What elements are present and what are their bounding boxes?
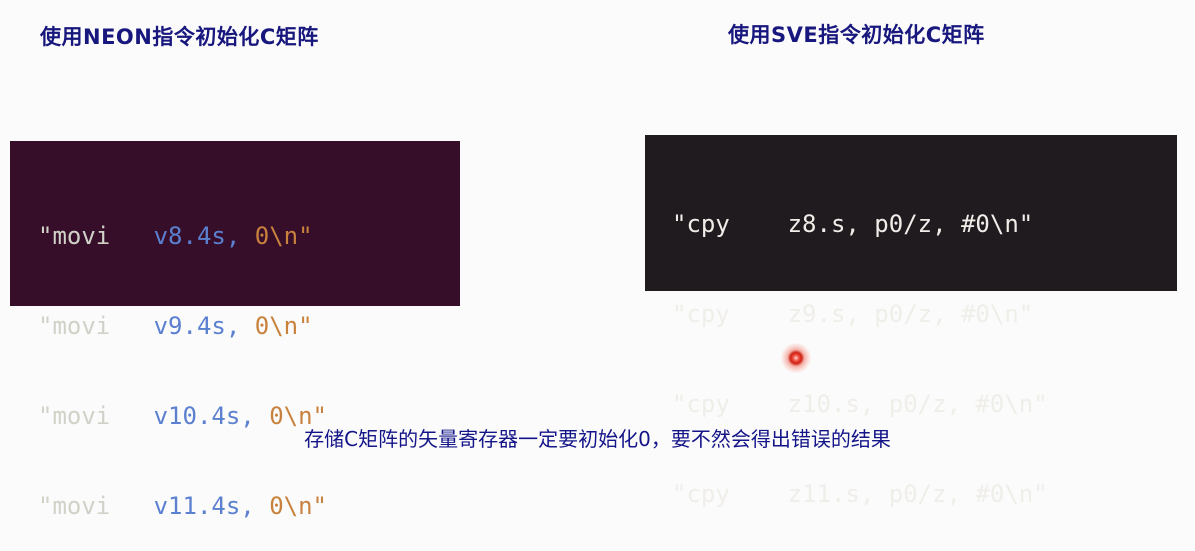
laser-pointer-dot: [781, 343, 811, 373]
value-token: 0\n": [269, 402, 327, 430]
footer-note: 存储C矩阵的矢量寄存器一定要初始化0，要不然会得出错误的结果: [304, 427, 891, 451]
instruction-token: "movi: [38, 222, 154, 250]
neon-code-line: "movi v11.4s, 0\n": [38, 491, 460, 521]
register-token: v11.4s,: [153, 492, 270, 520]
slide-canvas: { "page": { "background": "#fbfbfb", "ti…: [10, 23, 1177, 520]
neon-code-block: "movi v8.4s, 0\n" "movi v9.4s, 0\n" "mov…: [10, 141, 460, 520]
instruction-token: "movi: [38, 492, 154, 520]
instruction-token: "movi: [38, 402, 154, 430]
sve-section-title: 使用SVE指令初始化C矩阵: [728, 23, 985, 47]
neon-section-title: 使用NEON指令初始化C矩阵: [40, 25, 319, 49]
value-token: 0\n": [254, 312, 313, 340]
register-token: v8.4s,: [153, 222, 255, 250]
sve-code-line: "cpy z8.s, p0/z, #0\n": [672, 210, 1034, 238]
register-token: v10.4s,: [153, 402, 270, 430]
neon-code-line: "movi v10.4s, 0\n": [38, 401, 460, 431]
sve-code-line: "cpy z9.s, p0/z, #0\n": [672, 300, 1034, 328]
sve-code-block: "cpy z8.s, p0/z, #0\n" "cpy z9.s, p0/z, …: [645, 135, 1177, 508]
register-token: v9.4s,: [153, 312, 255, 340]
sve-code-line: "cpy z10.s, p0/z, #0\n": [672, 390, 1048, 418]
instruction-token: "movi: [38, 312, 154, 340]
neon-code-line: "movi v9.4s, 0\n": [38, 311, 460, 341]
sve-code-line: "cpy z11.s, p0/z, #0\n": [672, 480, 1048, 508]
value-token: 0\n": [254, 222, 313, 250]
neon-code-line: "movi v8.4s, 0\n": [38, 221, 460, 251]
value-token: 0\n": [269, 492, 327, 520]
